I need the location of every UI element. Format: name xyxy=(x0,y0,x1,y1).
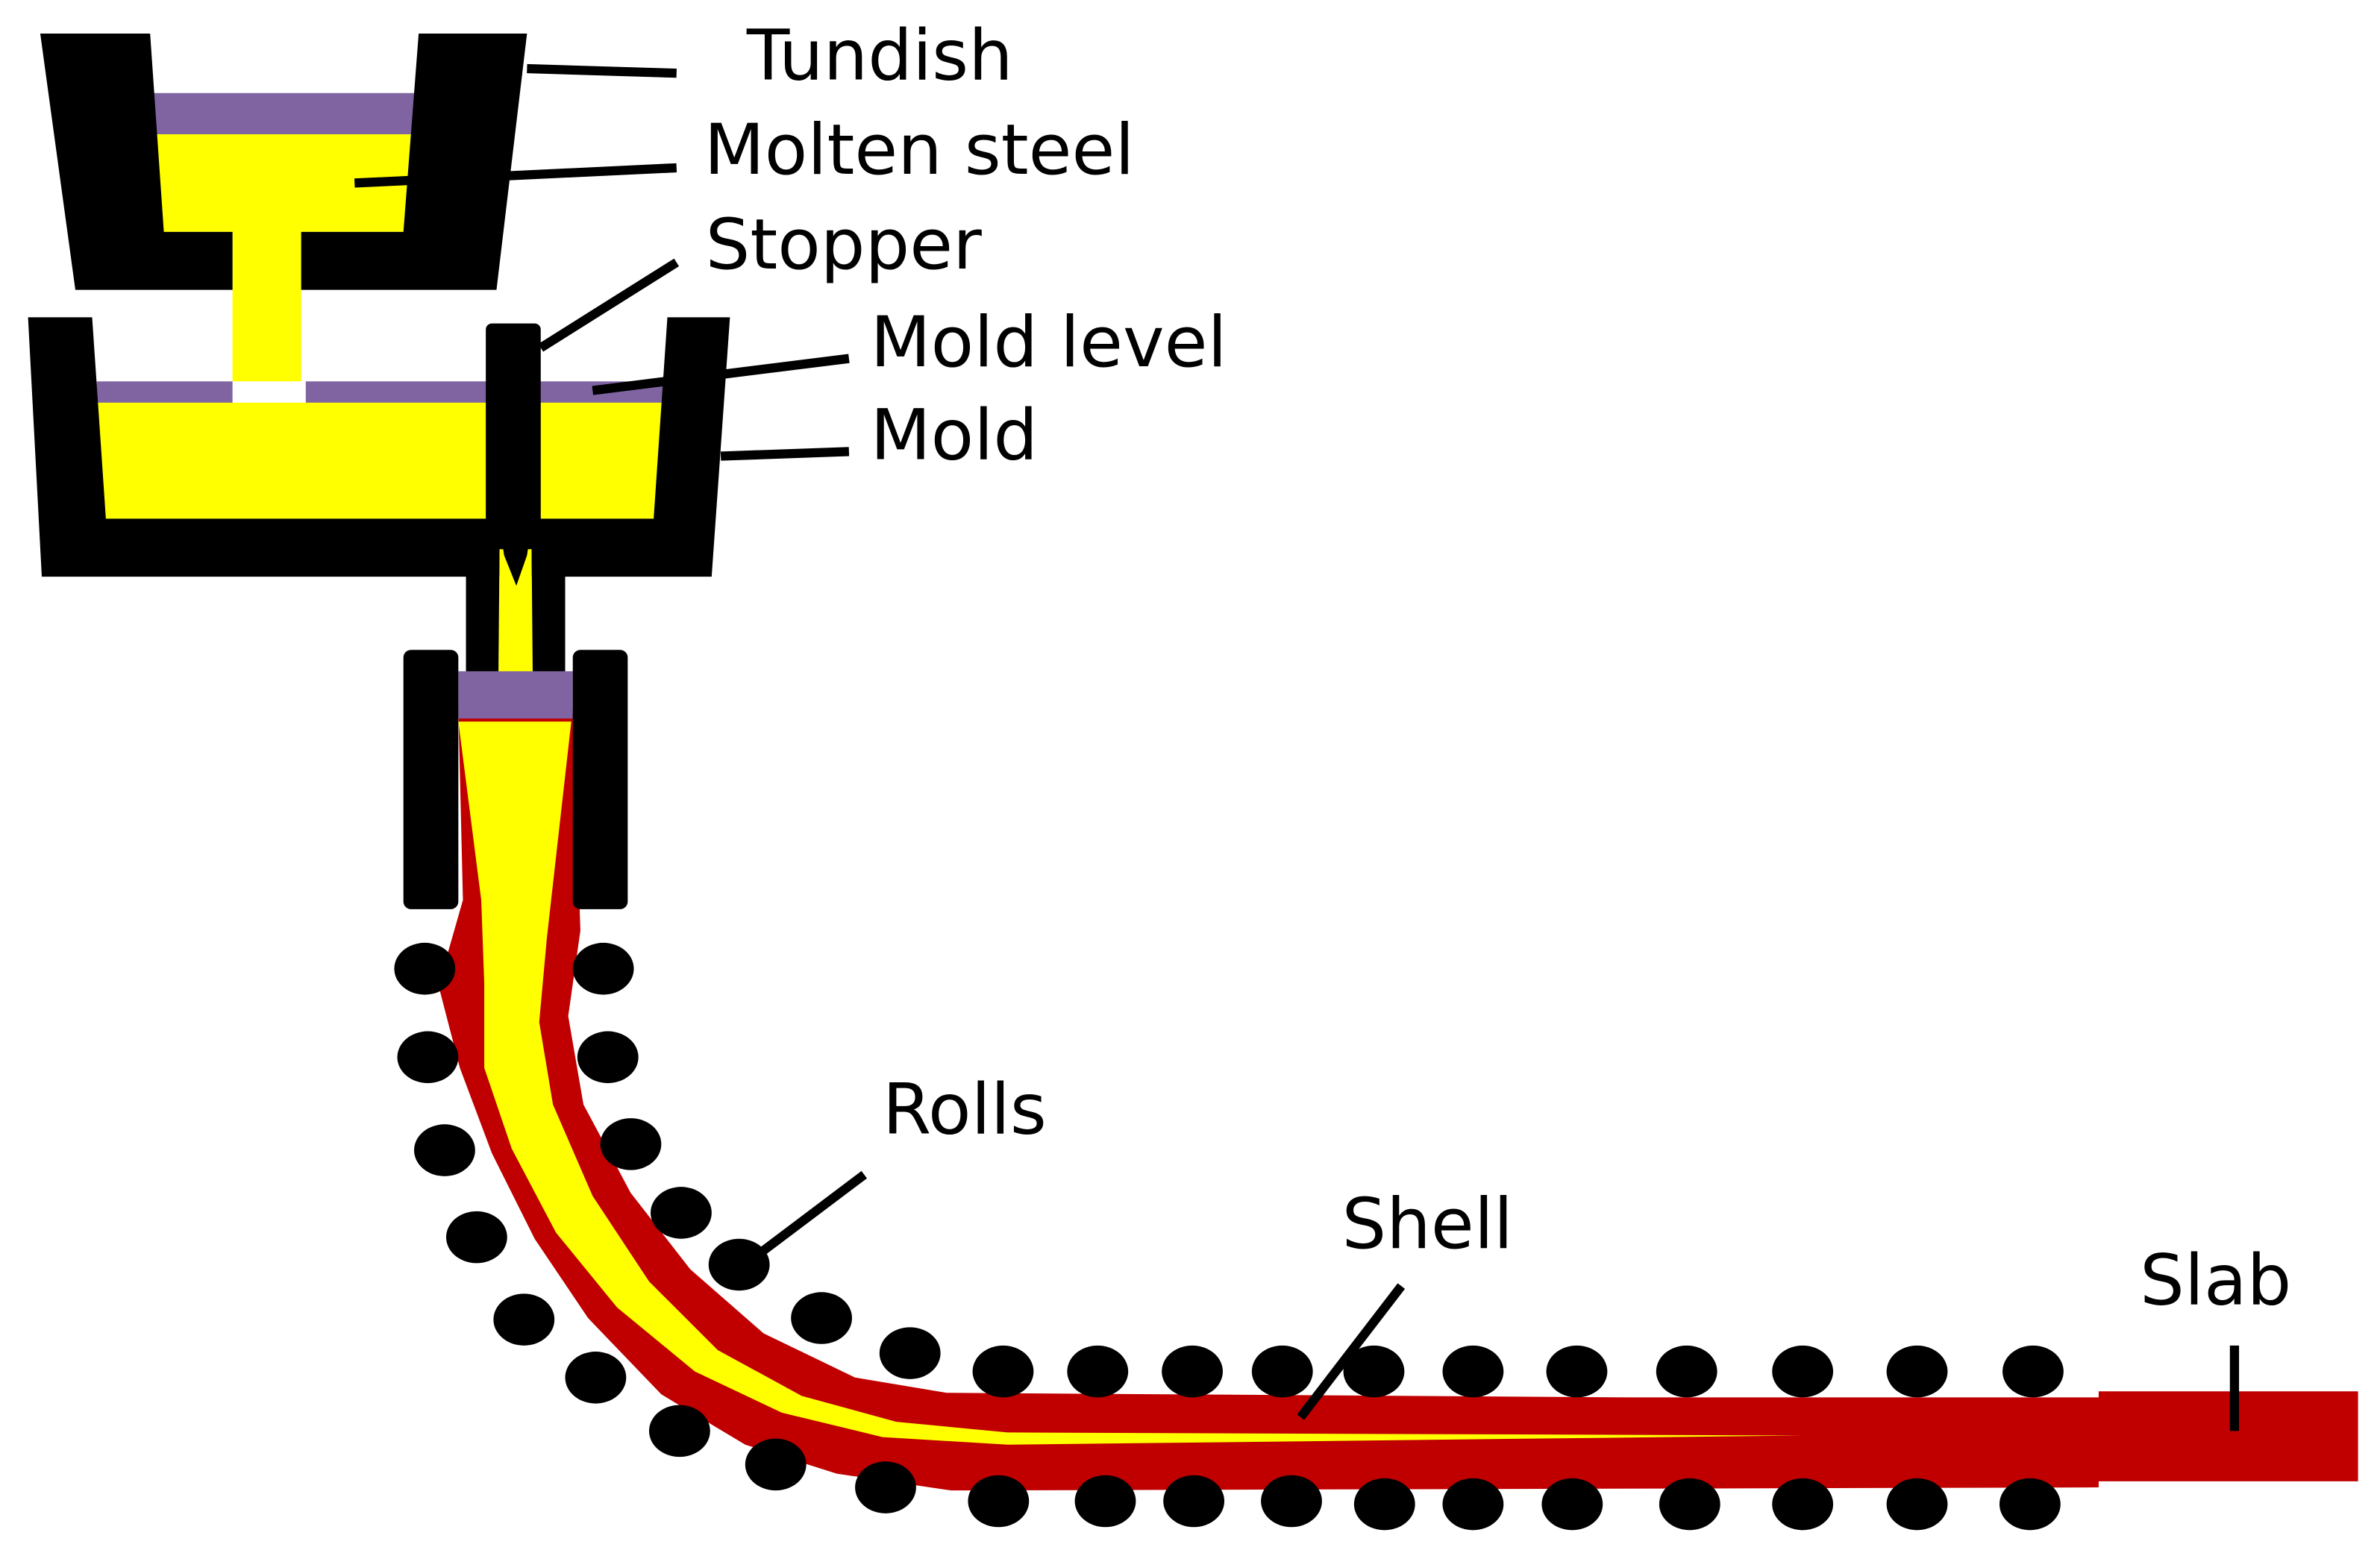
roll-icon xyxy=(1067,1345,1129,1398)
tundish-molten-steel xyxy=(153,134,416,382)
roll-icon xyxy=(1251,1345,1313,1398)
roll-icon xyxy=(791,1292,852,1344)
mold-level-leader xyxy=(592,354,850,395)
roll-icon xyxy=(1886,1345,1948,1398)
label-tundish: Tundish xyxy=(746,15,1013,96)
rolls-leader xyxy=(756,1170,868,1258)
roll-icon xyxy=(972,1345,1034,1398)
roll-icon xyxy=(651,1187,712,1239)
roll-icon xyxy=(648,1405,710,1458)
tundish xyxy=(40,33,527,382)
label-mold-level: Mold level xyxy=(871,302,1227,383)
roll-icon xyxy=(565,1352,627,1404)
roll-icon xyxy=(1999,1478,2061,1531)
molten-steel-leader xyxy=(354,163,677,188)
label-shell: Shell xyxy=(1341,1184,1512,1265)
roll-icon xyxy=(572,942,634,995)
mold-wall xyxy=(28,317,730,577)
roll-icon xyxy=(1442,1345,1504,1398)
stopper-rod xyxy=(486,323,541,525)
roll-icon xyxy=(1659,1478,1720,1531)
label-stopper: Stopper xyxy=(706,204,982,286)
strand xyxy=(438,671,2358,1491)
roll-icon xyxy=(493,1293,555,1346)
roll-icon xyxy=(1772,1478,1834,1531)
nozzle-stopper-tip xyxy=(499,524,532,586)
label-rolls: Rolls xyxy=(883,1070,1047,1151)
roll-icon xyxy=(1772,1345,1834,1398)
roll-icon xyxy=(1541,1478,1603,1531)
roll-icon xyxy=(445,1211,507,1264)
copper-mold-left-wall xyxy=(403,650,459,909)
tundish-left-wall xyxy=(40,33,233,290)
stopper-leader xyxy=(538,258,680,352)
tundish-right-wall xyxy=(301,33,527,290)
roll-icon xyxy=(577,1031,639,1084)
roll-icon xyxy=(414,1124,475,1176)
shell-leader xyxy=(1297,1283,1406,1420)
roll-icon xyxy=(1343,1345,1405,1398)
roll-icon xyxy=(968,1475,1030,1528)
mold-slag-strand xyxy=(458,671,573,719)
roll-icon xyxy=(879,1327,941,1379)
label-slab: Slab xyxy=(2140,1240,2291,1322)
copper-mold xyxy=(403,650,628,909)
roll-icon xyxy=(708,1238,770,1291)
roll-icon xyxy=(745,1438,807,1491)
tundish-leader xyxy=(527,63,677,78)
roll-icon xyxy=(1353,1478,1415,1531)
roll-icon xyxy=(394,942,456,995)
roll-icon xyxy=(397,1031,459,1084)
roll-icon xyxy=(1546,1345,1608,1398)
roll-icon xyxy=(1074,1475,1136,1528)
roll-icon xyxy=(1261,1475,1322,1528)
copper-mold-right-wall xyxy=(572,650,628,909)
roll-icon xyxy=(600,1118,662,1170)
roll-icon xyxy=(1886,1478,1948,1531)
labels: Tundish Molten steel Stopper Mold level … xyxy=(704,15,2292,1321)
roll-icon xyxy=(855,1461,916,1513)
mold xyxy=(28,317,730,577)
label-molten-steel: Molten steel xyxy=(704,110,1135,191)
roll-icon xyxy=(1163,1475,1225,1528)
label-mold: Mold xyxy=(871,395,1039,477)
leader-lines xyxy=(354,63,2240,1431)
strand-shell xyxy=(438,709,2358,1491)
roll-icon xyxy=(1442,1478,1504,1531)
rolls xyxy=(394,942,2064,1531)
tundish-slag-layer xyxy=(153,92,416,134)
mold-molten-steel xyxy=(96,402,665,519)
mold-slag-left xyxy=(96,381,233,403)
strand-liquid-core xyxy=(458,721,1802,1445)
mold-leader xyxy=(720,447,850,461)
roll-icon xyxy=(1162,1345,1223,1398)
roll-icon xyxy=(1656,1345,1717,1398)
roll-icon xyxy=(2002,1345,2064,1398)
